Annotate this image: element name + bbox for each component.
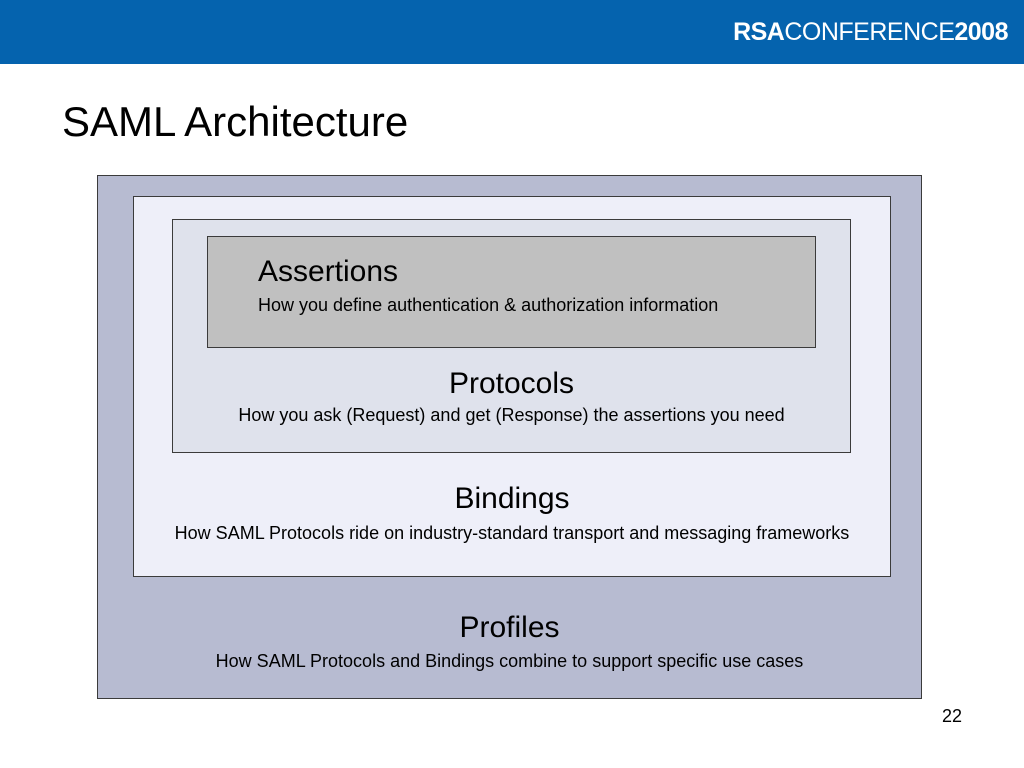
protocols-title: Protocols: [448, 367, 575, 400]
assertions-layer-box: Assertions How you define authentication…: [207, 236, 816, 348]
logo-rsa: RSA: [733, 18, 785, 46]
bindings-title: Bindings: [454, 482, 570, 515]
protocols-description: How you ask (Request) and get (Response)…: [238, 405, 785, 425]
slide-title: SAML Architecture: [62, 98, 409, 145]
page-number: 22: [941, 706, 962, 726]
profiles-description: How SAML Protocols and Bindings combine …: [215, 651, 804, 671]
logo-conference: CONFERENCE: [784, 18, 955, 46]
bindings-description: How SAML Protocols ride on industry-stan…: [174, 523, 850, 543]
assertions-description: How you define authentication & authoriz…: [258, 295, 719, 315]
assertions-title: Assertions: [258, 255, 399, 288]
profiles-title: Profiles: [459, 611, 560, 644]
logo-year: 2008: [954, 18, 1008, 46]
